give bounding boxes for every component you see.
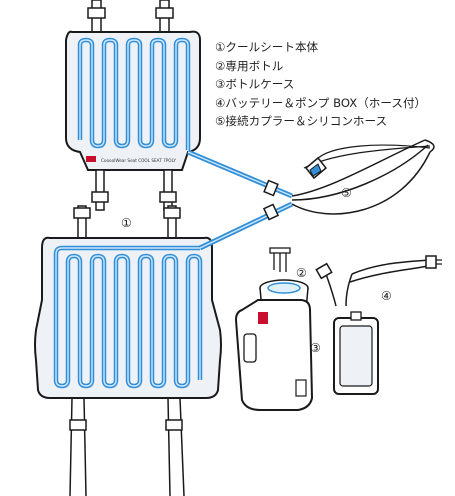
- coupler-and-hose: [291, 139, 435, 215]
- legend-item-battery: ④バッテリー＆ポンプ BOX（ホース付）: [215, 95, 427, 110]
- upper-sheet: CoooolWear Seat COOL SEAT 7POLY: [65, 0, 201, 211]
- lower-sheet: [34, 205, 222, 496]
- sheet-tag: CoooolWear Seat COOL SEAT 7POLY: [101, 158, 176, 163]
- parts-legend: ①クールシート本体 ②専用ボトル ③ボトルケース ④バッテリー＆ポンプ BOX（…: [215, 38, 426, 131]
- callout-hose: ⑤: [341, 186, 352, 200]
- legend-item-hose: ⑤接続カプラー＆シリコンホース: [215, 114, 388, 129]
- callout-sheet: ①: [121, 216, 132, 230]
- legend-item-case: ③ボトルケース: [215, 77, 295, 92]
- battery-pump-box: [315, 255, 442, 395]
- legend-item-sheet: ①クールシート本体: [215, 40, 319, 54]
- brand-logo: [86, 156, 96, 162]
- connecting-hoses: [187, 149, 294, 251]
- case-logo: [258, 312, 268, 324]
- bottle-case: [234, 247, 314, 411]
- legend-item-bottle: ②専用ボトル: [215, 58, 284, 73]
- callout-case: ③: [310, 341, 321, 355]
- callout-bottle: ②: [296, 266, 307, 280]
- callout-battery: ④: [381, 289, 392, 303]
